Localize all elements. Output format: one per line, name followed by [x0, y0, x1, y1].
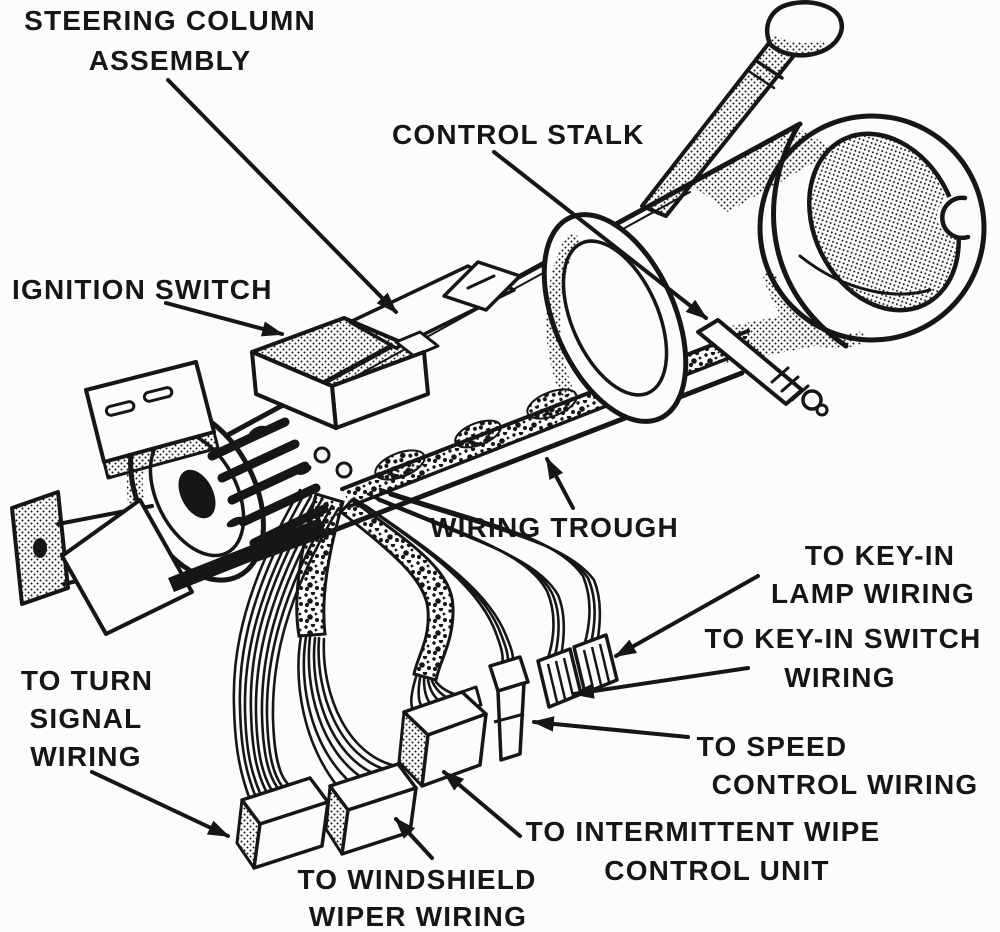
label-control-stalk: CONTROL STALK: [392, 119, 645, 150]
mounting-bracket: [84, 360, 220, 480]
windshield-wiper-connector: [324, 762, 418, 856]
label-text: LAMP WIRING: [771, 578, 975, 609]
label-windshield-wiper-wiring: TO WINDSHIELD WIPER WIRING: [297, 864, 536, 932]
label-text: CONTROL STALK: [392, 119, 645, 150]
label-text: CONTROL WIRING: [712, 769, 979, 800]
speed-control-connector: [488, 655, 530, 762]
arrow-speed-control: [531, 716, 690, 739]
bell-housing: [688, 113, 987, 349]
label-text: TO INTERMITTENT WIPE: [526, 816, 881, 847]
speed-control-bundle: [354, 498, 515, 669]
ignition-switch-part: [250, 264, 516, 430]
label-ignition-switch: IGNITION SWITCH: [12, 274, 273, 305]
label-key-in-switch-wiring: TO KEY-IN SWITCH WIRING: [705, 623, 982, 693]
key-in-lamp-connector: [572, 633, 619, 695]
arrow-control-stalk: [492, 150, 708, 320]
arrow-wiring-trough: [545, 457, 575, 510]
callout-labels: STEERING COLUMN ASSEMBLY CONTROL STALK I…: [12, 5, 982, 932]
label-key-in-lamp-wiring: TO KEY-IN LAMP WIRING: [771, 540, 975, 609]
wiring-harnesses: [232, 487, 602, 799]
shaft-details: [226, 425, 353, 528]
label-steering-column-assembly: STEERING COLUMN ASSEMBLY: [24, 5, 316, 76]
label-text: TO WINDSHIELD: [297, 864, 536, 895]
label-text: WIRING TROUGH: [430, 512, 679, 543]
arrow-ignition-switch: [164, 301, 285, 337]
control-stalk-part: [640, 0, 844, 218]
shroud-collar: [541, 212, 689, 424]
label-text: TO SPEED: [697, 731, 848, 762]
arrow-key-in-switch: [571, 666, 750, 699]
label-text: WIRING: [784, 662, 895, 693]
label-text: ASSEMBLY: [89, 45, 252, 76]
connectors: [235, 633, 619, 870]
arrow-key-in-lamp: [614, 574, 760, 658]
steering-column-drawing: [10, 0, 987, 636]
wiper-harness: [295, 492, 404, 789]
label-text: CONTROL UNIT: [604, 855, 829, 886]
clip-bracket: [442, 260, 522, 312]
key-in-switch-bundle: [366, 492, 566, 664]
lower-shaft: [10, 490, 326, 636]
arrow-steering-column-assembly: [166, 78, 398, 314]
label-speed-control-wiring: TO SPEED CONTROL WIRING: [697, 731, 979, 800]
label-text: TO KEY-IN SWITCH: [705, 623, 982, 654]
label-wiring-trough: WIRING TROUGH: [430, 512, 679, 543]
label-text: IGNITION SWITCH: [12, 274, 273, 305]
label-text: WIPER WIRING: [309, 901, 527, 932]
label-text: WIRING: [30, 741, 141, 772]
arrow-intermittent-wipe: [442, 770, 522, 838]
label-text: TO KEY-IN: [805, 540, 955, 571]
intermittent-wipe-connector: [397, 685, 488, 788]
label-intermittent-wipe-control-unit: TO INTERMITTENT WIPE CONTROL UNIT: [526, 816, 881, 886]
label-turn-signal-wiring: TO TURN SIGNAL WIRING: [21, 665, 153, 772]
label-text: SIGNAL: [30, 703, 143, 734]
label-text: STEERING COLUMN: [24, 5, 316, 36]
arrow-turn-signal: [90, 770, 230, 838]
gusset-plate: [60, 498, 194, 636]
turn-signal-connector: [235, 776, 330, 870]
arrow-windshield-wiper: [394, 817, 434, 860]
leader-lines: [90, 78, 760, 860]
stalk-base: [696, 318, 829, 417]
key-in-lamp-bundle: [378, 487, 602, 652]
label-text: TO TURN: [21, 665, 153, 696]
